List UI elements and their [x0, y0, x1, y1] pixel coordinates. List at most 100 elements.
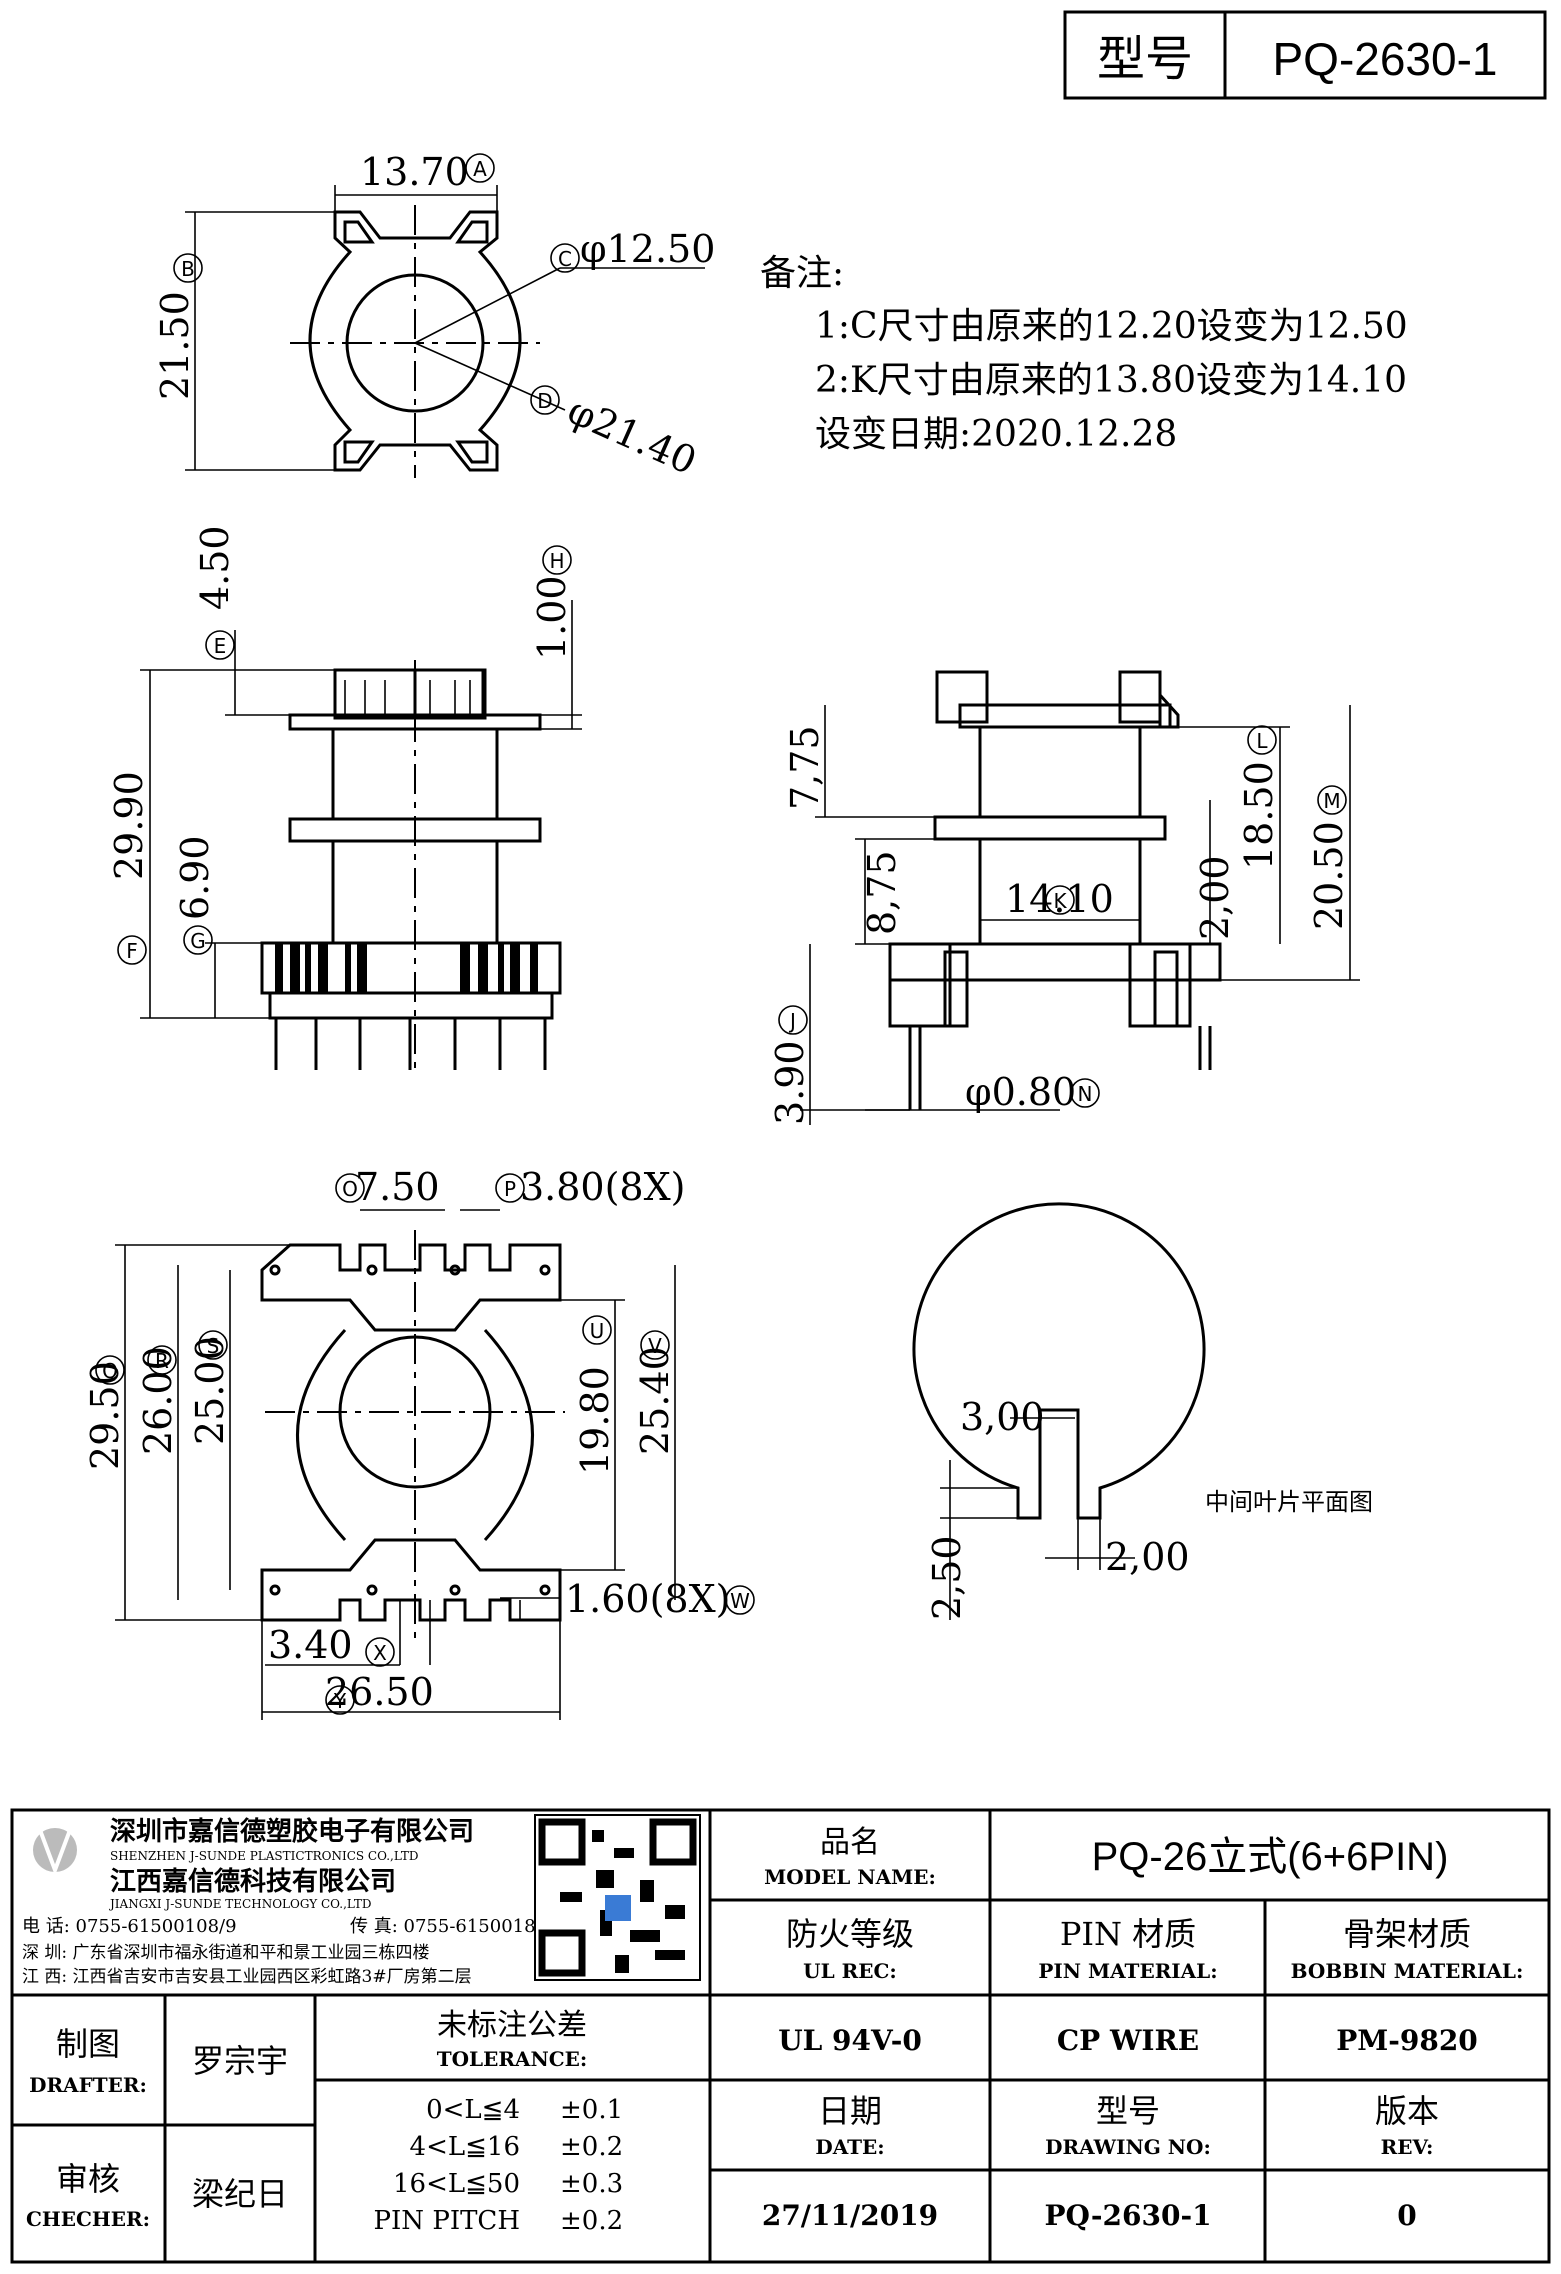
dim-marker-s: S [198, 1330, 228, 1360]
dim-W: 1.60(8X) [565, 1577, 731, 1621]
dim-marker-u: U [582, 1315, 612, 1345]
checker-label-cn: 审核 [56, 2160, 120, 2198]
pin-label-en: PIN MATERIAL: [1038, 1959, 1217, 1983]
dim-marker-e: E [205, 630, 235, 660]
rev-label-en: REV: [1381, 2135, 1434, 2159]
dwg-label-en: DRAWING NO: [1045, 2135, 1211, 2159]
svg-text:C: C [558, 247, 572, 271]
date-label-cn: 日期 [818, 2092, 882, 2130]
plate-label: 中间叶片平面图 [1205, 1488, 1373, 1516]
dim-marker-q: Q [95, 1355, 125, 1385]
dim-marker-y: Y [325, 1685, 355, 1715]
dim-marker-d: D [530, 385, 560, 415]
front-view: 4.50 29.90 6.90 1.00 [107, 525, 582, 1070]
svg-text:G: G [190, 929, 206, 953]
company-name-cn: 深圳市嘉信德塑胶电子有限公司 [110, 1816, 474, 1847]
dim-C: φ12.50 [580, 227, 715, 271]
dim-G: 6.90 [173, 835, 217, 920]
dim-A: 13.70 [360, 150, 469, 194]
dim-marker-n: N [1070, 1078, 1100, 1108]
dim-marker-b: B [173, 253, 203, 283]
note-line-2: 2:K尺寸由原来的13.80设变为14.10 [815, 360, 1407, 401]
company-logo [33, 1828, 77, 1876]
product-label-en: MODEL NAME: [764, 1865, 936, 1889]
dim-marker-v: V [640, 1330, 670, 1360]
tol-range-1: 0<L≦4 [426, 2095, 520, 2125]
bobbin-value: PM-9820 [1336, 2024, 1478, 2057]
rev-value: 0 [1397, 2199, 1416, 2232]
dim-marker-g: G [183, 925, 213, 955]
top-view: 13.70 21.50 φ12.50 φ21.40 [153, 150, 715, 483]
drafter-name: 罗宗宇 [192, 2042, 288, 2080]
product-value: PQ-26立式(6+6PIN) [1092, 1835, 1449, 1879]
company-addr1: 深 圳: 广东省深圳市福永街道和平和景工业园三栋四楼 [22, 1943, 430, 1963]
dim-L: 18.50 [1237, 761, 1281, 870]
side-view: 7,75 8,75 14.10 2,00 18.50 20.50 3.90 φ0… [768, 670, 1360, 1125]
tol-value-1: ±0.1 [560, 2095, 623, 2125]
dim-marker-p: P [495, 1173, 525, 1203]
dim-marker-h: H [542, 545, 572, 575]
checker-label-en: CHECHER: [26, 2207, 150, 2231]
svg-text:H: H [549, 549, 564, 573]
dim-F: 29.90 [107, 771, 151, 880]
bobbin-label-en: BOBBIN MATERIAL: [1291, 1959, 1524, 1983]
svg-text:N: N [1078, 1082, 1093, 1106]
checker-name: 梁纪日 [192, 2175, 288, 2213]
svg-text:P: P [504, 1177, 516, 1201]
svg-text:W: W [730, 1589, 750, 1613]
ul-label-en: UL REC: [803, 1959, 897, 1983]
dim-N: φ0.80 [965, 1070, 1076, 1114]
rev-label-cn: 版本 [1375, 2092, 1439, 2130]
tolerance-label-cn: 未标注公差 [437, 2008, 587, 2043]
header-model-label: 型号 [1097, 33, 1193, 86]
dim-marker-w: W [725, 1585, 755, 1615]
dim-P: 3.80(8X) [520, 1165, 686, 1209]
bottom-view: 7.50 3.80(8X) 29.50 26.00 25.00 19.80 25… [83, 1165, 731, 1720]
dim-marker-l: L [1247, 725, 1277, 755]
dwg-value: PQ-2630-1 [1044, 2199, 1211, 2232]
pin-value: CP WIRE [1057, 2024, 1199, 2057]
dim-side-mid: 8,75 [860, 850, 904, 935]
dim-D: φ21.40 [561, 388, 703, 483]
dim-J: 3.90 [768, 1040, 812, 1125]
dim-H: 1.00 [530, 575, 574, 660]
notes-title: 备注: [760, 253, 844, 294]
svg-text:S: S [207, 1334, 220, 1358]
notes: 备注: 1:C尺寸由原来的12.20设变为12.50 2:K尺寸由原来的13.8… [760, 253, 1408, 455]
dim-side-top: 7,75 [783, 725, 827, 810]
dim-B: 21.50 [153, 291, 197, 400]
company-name-en: SHENZHEN J-SUNDE PLASTICTRONICS CO.,LTD [110, 1849, 418, 1863]
svg-text:Q: Q [102, 1359, 118, 1383]
tol-value-2: ±0.2 [560, 2132, 623, 2162]
plate-slot: 2,00 [1105, 1535, 1190, 1579]
tolerance-label-en: TOLERANCE: [437, 2047, 588, 2071]
dim-S: 25.00 [188, 1336, 232, 1445]
dwg-label-cn: 型号 [1096, 2092, 1160, 2130]
dim-marker-f: F [117, 935, 147, 965]
drafter-label-cn: 制图 [56, 2025, 120, 2063]
svg-text:L: L [1256, 729, 1268, 753]
tol-value-4: ±0.2 [560, 2206, 623, 2236]
plate-view: 3,00 2,50 2,00 中间叶片平面图 [912, 1202, 1373, 1620]
company2-name-cn: 江西嘉信德科技有限公司 [110, 1867, 396, 1897]
date-label-en: DATE: [815, 2135, 884, 2159]
plate-h: 2,50 [925, 1535, 969, 1620]
drafter-label-en: DRAFTER: [29, 2073, 147, 2097]
dim-Y: 26.50 [325, 1670, 434, 1714]
dim-V: 25.40 [633, 1346, 677, 1455]
note-line-1: 1:C尺寸由原来的12.20设变为12.50 [815, 306, 1408, 347]
product-label-cn: 品名 [820, 1825, 880, 1860]
dim-marker-o: O [335, 1173, 365, 1203]
company-tel: 电 话: 0755-61500108/9 [22, 1916, 237, 1937]
ul-label-cn: 防火等级 [786, 1915, 914, 1953]
ul-value: UL 94V-0 [778, 2024, 922, 2057]
svg-text:J: J [788, 1009, 796, 1033]
dim-R: 26.00 [136, 1346, 180, 1455]
svg-text:R: R [155, 1349, 169, 1373]
pin-label-cn: PIN 材质 [1060, 1915, 1196, 1953]
dim-marker-k: K [1045, 885, 1075, 915]
dim-marker-x: X [365, 1637, 395, 1667]
svg-text:E: E [214, 634, 227, 658]
dim-marker-c: C [550, 243, 580, 273]
